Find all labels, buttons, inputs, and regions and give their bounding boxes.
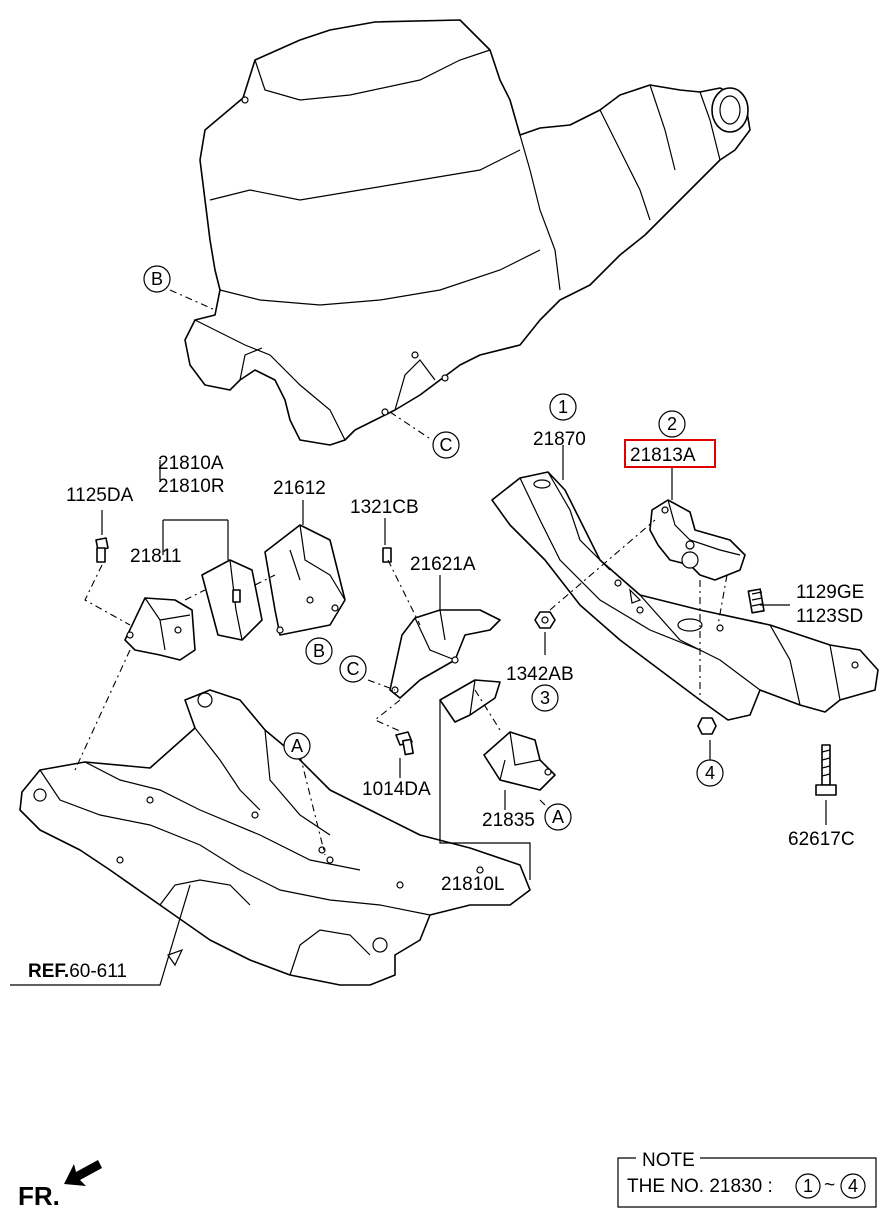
subframe-60-611	[19, 689, 531, 986]
callout-3: 3	[531, 684, 559, 712]
callout-A-subframe: A	[283, 732, 311, 760]
transmission-mount	[649, 499, 746, 581]
mount-insulator-21810L	[439, 679, 501, 723]
callout-C-top: C	[432, 431, 460, 459]
note-box: NOTE THE NO. 21830 : 1 ~ 4	[617, 1150, 877, 1208]
svg-text:B: B	[151, 269, 163, 289]
callout-1: 1	[549, 393, 577, 421]
nut-4	[697, 717, 717, 735]
label-1342AB[interactable]: 1342AB	[506, 664, 574, 685]
label-21813A[interactable]: 21813A	[630, 445, 696, 466]
note-to: 4	[848, 1176, 858, 1196]
nut-1342AB	[534, 611, 556, 629]
fr-label: FR.	[18, 1181, 60, 1211]
bolt-1129GE	[747, 588, 765, 614]
svg-text:2: 2	[667, 414, 677, 434]
callout-C-bracket: C	[339, 655, 367, 683]
label-1123SD[interactable]: 1123SD	[796, 606, 863, 627]
note-tilde: ~	[824, 1175, 835, 1196]
svg-text:B: B	[313, 641, 325, 661]
svg-text:4: 4	[705, 763, 715, 783]
svg-text:1: 1	[558, 397, 568, 417]
label-21835[interactable]: 21835	[482, 810, 535, 831]
bracket-21612	[264, 524, 346, 636]
callout-B-top: B	[143, 265, 171, 293]
callout-A-bracket: A	[544, 803, 572, 831]
bolt-62617C	[815, 744, 837, 796]
note-title: NOTE	[642, 1150, 695, 1171]
svg-text:C: C	[440, 435, 453, 455]
svg-text:C: C	[347, 659, 360, 679]
front-direction-indicator: FR.	[18, 1160, 102, 1211]
highlight-box-21813A	[624, 439, 716, 468]
callout-B-bracket: B	[305, 637, 333, 665]
svg-text:3: 3	[540, 688, 550, 708]
callout-circles: 1 2 3 4 B C B C	[143, 265, 724, 831]
svg-text:A: A	[552, 807, 564, 827]
callout-2: 2	[658, 410, 686, 438]
bolt-1014DA	[395, 731, 414, 756]
svg-text:REF.60-611: REF.60-611	[28, 961, 127, 982]
mount-bracket-21811	[124, 597, 196, 661]
bolt-1321CB	[382, 547, 392, 563]
bolt-1125DA	[95, 537, 109, 563]
label-1014DA[interactable]: 1014DA	[362, 779, 431, 800]
mount-insulator-21810	[201, 559, 263, 641]
bracket-21835	[483, 731, 556, 791]
leader-lines	[10, 289, 827, 986]
label-21810A[interactable]: 21810A	[158, 453, 224, 474]
label-1129GE[interactable]: 1129GE	[796, 582, 864, 603]
ref-label[interactable]: REF.60-611	[28, 961, 127, 982]
bracket-21621A	[389, 609, 501, 699]
engine-assembly	[184, 19, 751, 446]
label-62617C[interactable]: 62617C	[788, 829, 855, 850]
label-1125DA[interactable]: 1125DA	[66, 485, 134, 506]
label-21810L[interactable]: 21810L	[441, 874, 504, 895]
note-line: THE NO. 21830 :	[627, 1176, 773, 1197]
label-21811[interactable]: 21811	[130, 546, 181, 567]
note-from: 1	[803, 1176, 813, 1196]
label-21810R[interactable]: 21810R	[158, 476, 225, 497]
label-1321CB[interactable]: 1321CB	[350, 497, 419, 518]
front-arrow-icon	[64, 1160, 102, 1186]
label-21870[interactable]: 21870	[533, 429, 586, 450]
svg-text:A: A	[291, 736, 303, 756]
callout-4: 4	[696, 759, 724, 787]
part-labels: 21870 21813A 21810A 21810R 1125DA 21612 …	[66, 429, 864, 895]
label-21621A[interactable]: 21621A	[410, 554, 476, 575]
label-21612[interactable]: 21612	[273, 478, 326, 499]
